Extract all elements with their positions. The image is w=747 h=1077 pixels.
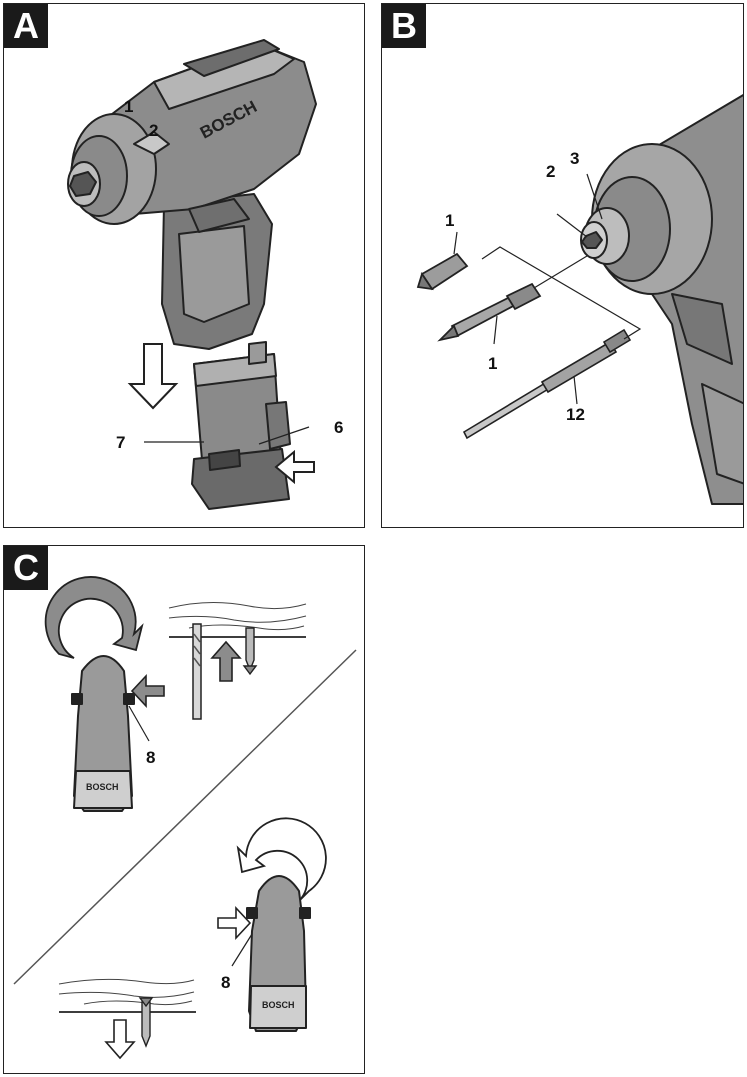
- panel-b-letter: B: [382, 4, 426, 48]
- callout-drill-bit: 12: [566, 405, 585, 424]
- callout-bit-long: 1: [488, 354, 497, 373]
- panel-a: A BOSCH: [3, 3, 365, 528]
- rotation-arrow-counterclockwise: [236, 817, 327, 902]
- callout-tool-holder: 2: [546, 162, 555, 181]
- rotation-arrow-clockwise: [44, 576, 144, 659]
- screw-out-arrow: [210, 640, 242, 682]
- screwdriver-bit-long: [437, 282, 542, 342]
- callout-battery: 7: [116, 433, 125, 452]
- panel-b-illustration: 1 2 3 1 12: [416, 94, 743, 505]
- panel-b: B: [381, 3, 744, 528]
- release-push-arrow: [274, 449, 315, 485]
- panel-c: C BOSCH 8: [3, 545, 365, 1074]
- workpiece-upper: [168, 601, 307, 638]
- insert-down-arrow: [127, 343, 179, 410]
- drill-bit-vertical: [192, 623, 202, 720]
- drill-rear-upper: [71, 655, 135, 812]
- drill-front: [580, 94, 743, 505]
- workpiece-lower: [58, 978, 196, 1013]
- panel-c-illustration: BOSCH 8 BOSCH: [13, 576, 357, 1060]
- screw-in-arrow: [104, 1019, 136, 1060]
- gear-label-1: 1: [124, 97, 133, 116]
- screw-upper: [242, 627, 258, 676]
- screw-lower: [138, 997, 154, 1048]
- callout-switch-lower: 8: [221, 973, 230, 992]
- gear-label-2: 2: [149, 121, 158, 140]
- drill-bit: [462, 328, 632, 440]
- diagonal-divider: [13, 649, 357, 985]
- push-arrow-left-side: [130, 673, 165, 709]
- callout-locking-sleeve: 3: [570, 149, 579, 168]
- panel-a-illustration: BOSCH 1 2 7 6: [67, 39, 343, 510]
- callout-switch-upper: 8: [146, 748, 155, 767]
- callout-release-button: 6: [334, 418, 343, 437]
- panel-c-brand-upper: BOSCH: [86, 782, 119, 792]
- callout-bit-top: 1: [445, 211, 454, 230]
- guide-lines: [481, 173, 642, 340]
- screwdriver-bit-short: [416, 252, 469, 291]
- push-arrow-right-side: [217, 905, 252, 941]
- panel-c-letter: C: [4, 546, 48, 590]
- drill-rear-lower: [246, 875, 311, 1032]
- panel-c-brand-lower: BOSCH: [262, 1000, 295, 1010]
- drill-body: [67, 39, 317, 510]
- panel-a-letter: A: [4, 4, 48, 48]
